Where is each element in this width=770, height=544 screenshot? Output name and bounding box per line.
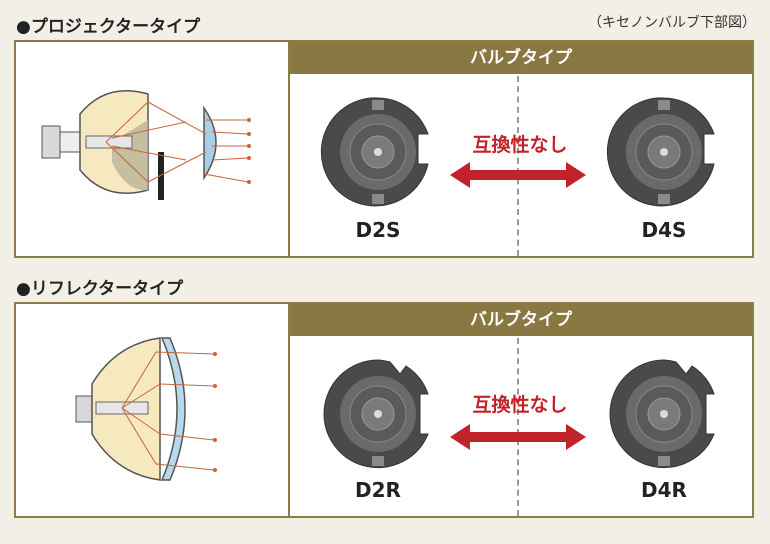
diagram-caption: （キセノンバルブ下部図） [588, 15, 756, 31]
d4r-socket-icon [609, 359, 715, 469]
projector-lamp-icon [41, 90, 251, 200]
reflector-bulb-type-area: バルブタイプ D2R D4R 互換性なし [288, 304, 752, 516]
d4s-socket-icon [606, 97, 715, 207]
section-title-reflector: ●リフレクタータイプ [16, 279, 184, 299]
d2s-socket-icon [320, 97, 429, 207]
compat-text: 互換性なし [472, 134, 568, 156]
compat-text: 互換性なし [472, 394, 568, 416]
reflector-lamp-icon [75, 337, 217, 481]
section-title-projector: ●プロジェクタータイプ [16, 17, 201, 37]
bulb-type-header: バルブタイプ [290, 304, 752, 336]
projector-bulb-type-area: バルブタイプ D2S D4S 互換性なし [288, 42, 752, 256]
reflector-illustration [16, 304, 288, 516]
double-arrow-icon [450, 424, 586, 450]
bulb-label-d4r: D4R [641, 478, 687, 502]
bulb-label-d4s: D4S [641, 218, 687, 242]
bulb-type-header: バルブタイプ [290, 42, 752, 74]
reflector-panel: バルブタイプ D2R D4R 互換性なし [14, 302, 754, 518]
bulb-label-d2s: D2S [355, 218, 401, 242]
projector-illustration [16, 42, 288, 256]
dashed-divider [517, 338, 519, 516]
double-arrow-icon [450, 162, 586, 188]
d2r-socket-icon [323, 359, 429, 469]
dashed-divider [517, 76, 519, 256]
bulb-label-d2r: D2R [355, 478, 401, 502]
projector-panel: バルブタイプ D2S D4S 互換性なし [14, 40, 754, 258]
